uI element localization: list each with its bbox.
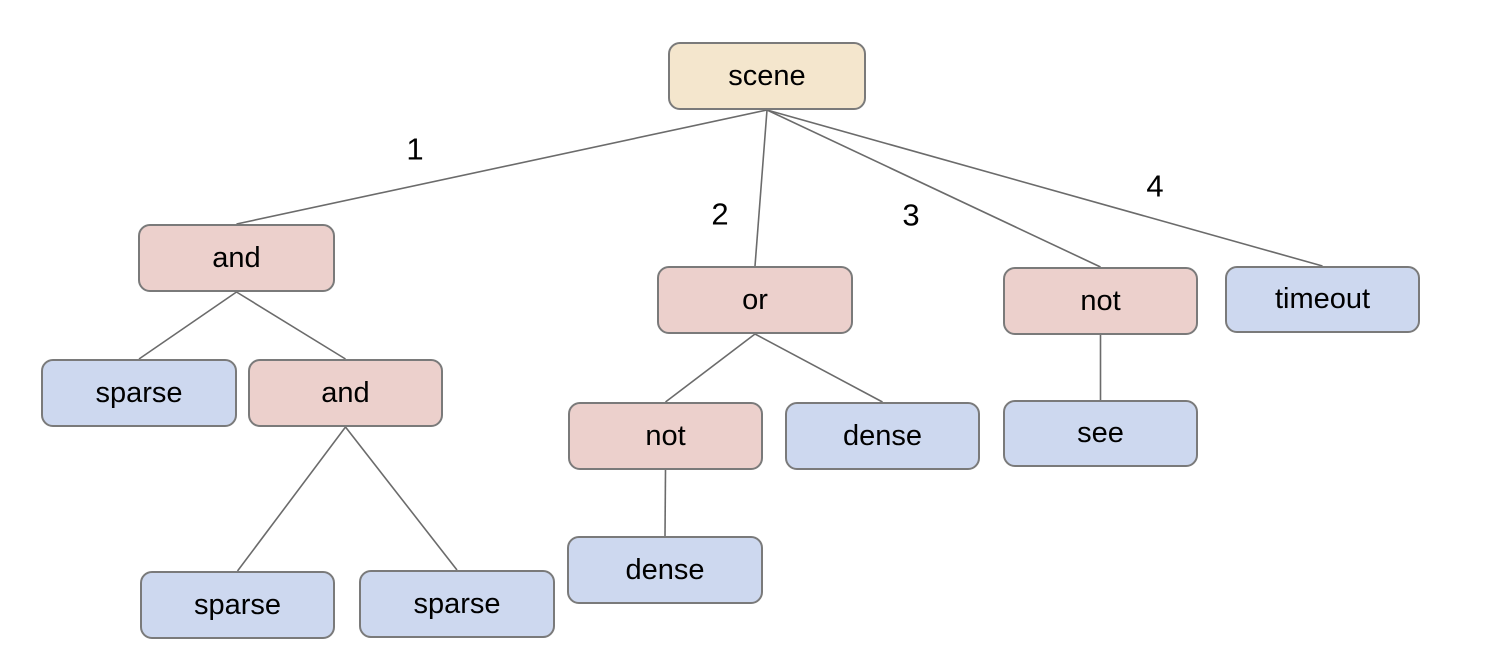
node-label: dense [625,553,705,586]
node-label: scene [728,59,806,92]
node-or-1: or [657,266,853,334]
node-label: sparse [95,376,183,409]
edge-scene-and-1 [236,109,768,225]
node-and-2: and [248,359,443,427]
node-not-1: not [1003,267,1198,335]
edge-label-2: 2 [711,197,728,232]
node-timeout-1: timeout [1225,266,1420,333]
node-dense-2: dense [567,536,763,604]
edge-scene-not-1 [766,109,1101,268]
edge-or-1-not-2 [665,333,756,403]
node-label: not [1080,284,1121,317]
node-sparse-1: sparse [41,359,237,427]
node-scene: scene [668,42,866,110]
node-sparse-3: sparse [359,570,555,638]
edge-label-1: 1 [406,132,423,167]
node-label: sparse [413,587,501,620]
edge-label-3: 3 [902,198,919,233]
edge-and-2-sparse-3 [344,426,458,571]
edge-not-2-dense-2 [664,469,667,537]
edge-or-1-dense-1 [754,333,883,403]
edge-scene-timeout-1 [766,109,1323,267]
edge-scene-or-1 [754,109,768,267]
node-label: or [742,283,768,316]
node-not-2: not [568,402,763,470]
node-and-1: and [138,224,335,292]
node-label: timeout [1274,283,1371,315]
node-label: see [1077,417,1124,449]
node-see-1: see [1003,400,1198,467]
node-label: dense [842,419,922,452]
edge-label-4: 4 [1146,169,1163,204]
node-label: not [645,419,686,452]
edge-and-1-sparse-1 [138,291,237,360]
edge-and-2-sparse-2 [236,426,347,572]
edge-and-1-and-2 [236,291,346,360]
node-label: and [212,241,261,274]
node-sparse-2: sparse [140,571,335,639]
node-label: sparse [193,588,282,621]
node-dense-1: dense [785,402,980,470]
node-label: and [321,376,370,409]
